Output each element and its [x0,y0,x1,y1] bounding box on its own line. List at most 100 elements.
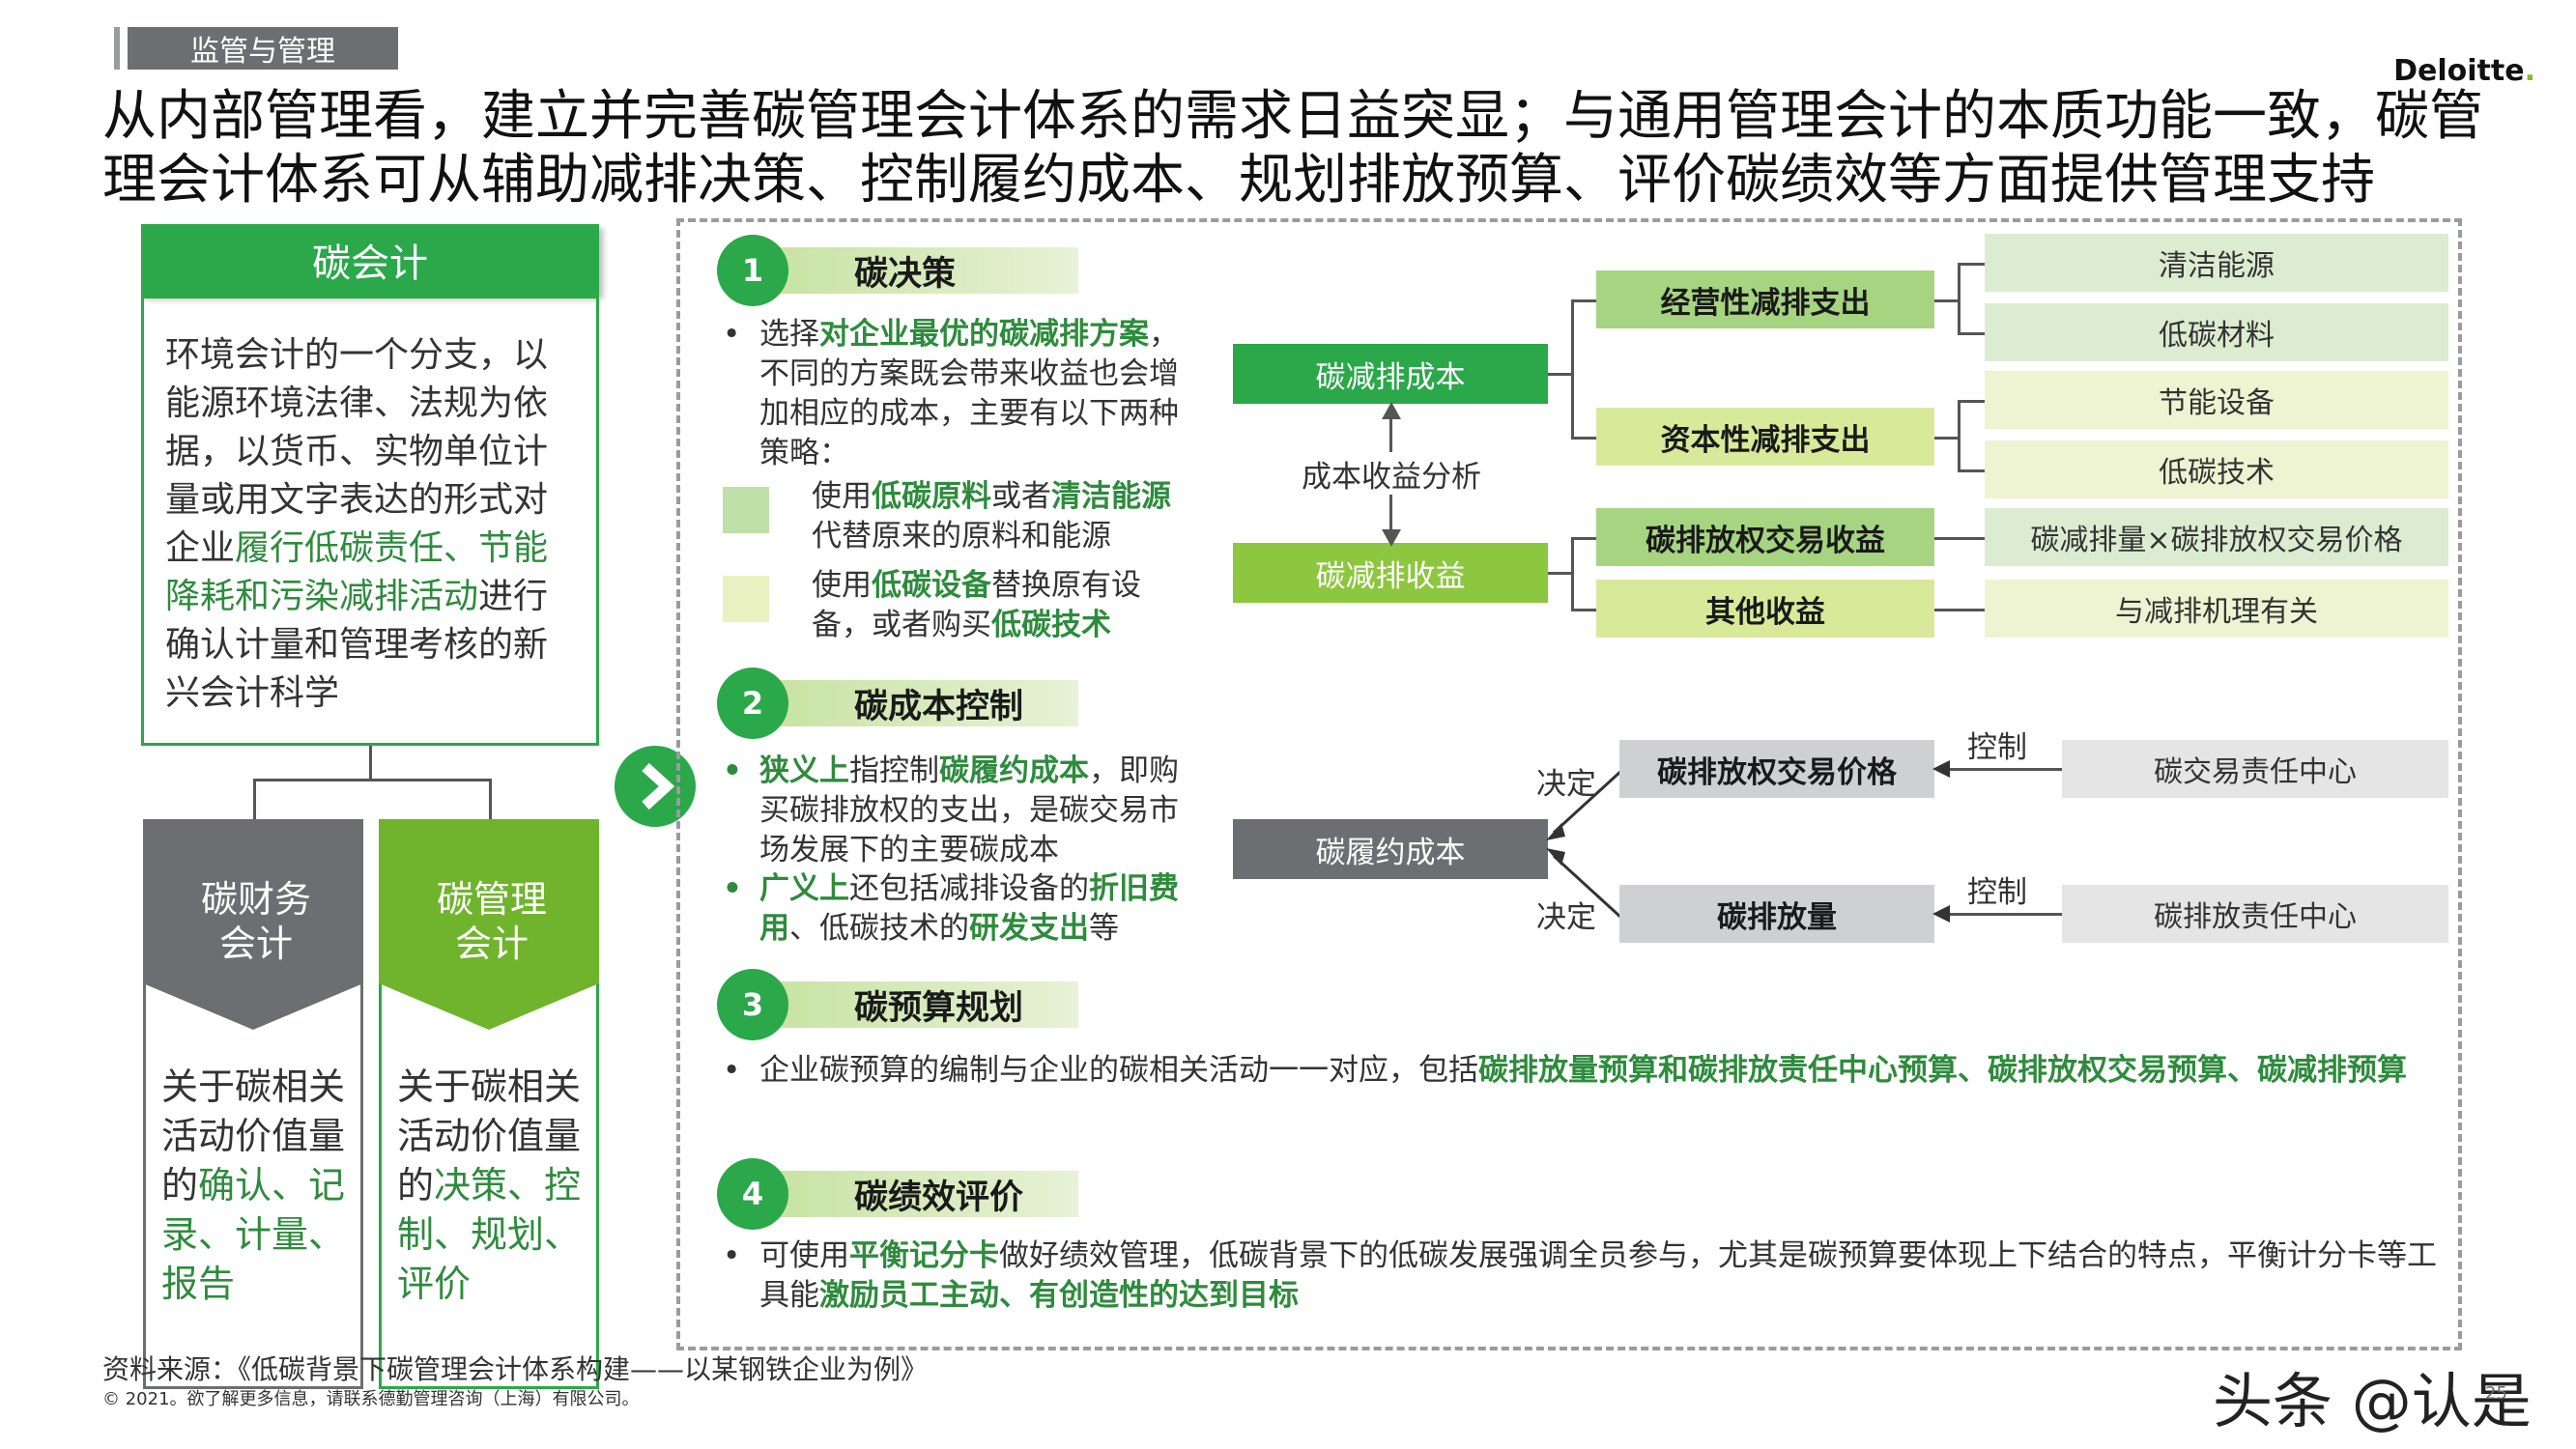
s4-text-mid: 做好绩效管理，低碳背景下的低碳发展强调全员参与，尤其是碳预算要体现上下结合的特点… [759,1238,2437,1313]
opt1-post: 代替原来的原料和能源 [812,519,1111,554]
tree-connector [489,779,492,821]
d1-connector [1571,299,1596,302]
copyright-note: © 2021。欲了解更多信息，请联系德勤管理咨询（上海）有限公司。 [102,1389,640,1409]
fin-chevron-label: 碳财务会计 [200,878,311,965]
control-arrowhead [1932,760,1950,778]
bullet-dot: • [723,1053,741,1088]
control-label-2: 控制 [1967,875,2027,910]
s2-b2-mid2: 、低碳技术的 [789,911,969,946]
s2-b2-post: 等 [1089,911,1119,946]
emission-responsibility-center: 碳排放责任中心 [2062,885,2448,943]
decide-label-1: 决定 [1536,767,1596,802]
desc-text-2: 进行确认计量和管理考核的新兴会计科学 [165,577,549,713]
opt1-text: 使用低碳原料或者清洁能源代替原来的原料和能源 [812,477,1188,556]
carbon-accounting-label: 碳会计 [312,242,428,286]
control-arrow-line [1946,768,2062,771]
fin-desc: 关于碳相关活动价值量的确认、记录、计量、报告 [161,1063,355,1309]
trading-revenue-node: 碳排放权交易收益 [1596,508,1934,566]
section-1-title: 碳决策 [854,254,957,294]
watermark: 头条 @认是 [2213,1366,2532,1436]
opt1-swatch [723,487,769,533]
section-3-number: 3 [717,969,788,1040]
chevron-right-icon [615,746,696,827]
fin-chevron-shape [143,819,363,1030]
section-tag-label: 监管与管理 [190,35,335,69]
section-2-number: 2 [717,668,788,739]
logo-text: Deloitte [2393,54,2525,88]
page-title: 从内部管理看，建立并完善碳管理会计体系的需求日益突显；与通用管理会计的本质功能一… [102,85,2518,213]
section-3-title: 碳预算规划 [854,988,1024,1028]
s3-text: 企业碳预算的编制与企业的碳相关活动一一对应，包括 [759,1053,1478,1088]
control-arrow-line [1946,913,2062,916]
mgmt-chevron-label: 碳管理会计 [436,878,547,965]
source-note: 资料来源：《低碳背景下碳管理会计体系构建——以某钢铁企业为例》 [102,1353,929,1385]
s2-bullet-1: • 狭义上指控制碳履约成本，即购买碳排放权的支出，是碳交易市场发展下的主要碳成本 [723,752,1185,870]
tree-connector [253,779,256,821]
s4-text: 可使用 [759,1238,849,1273]
opt1-mid: 或者 [991,479,1051,514]
reduction-cost-node: 碳减排成本 [1233,344,1548,404]
low-carbon-tech-leaf: 低碳技术 [1985,440,2448,498]
bullet-dot: • [723,871,742,906]
opt2-hl2: 低碳技术 [991,608,1111,642]
compliance-cost-node: 碳履约成本 [1233,819,1548,879]
carbon-accounting-desc: 环境会计的一个分支，以能源环境法律、法规为依据，以货币、实物单位计量或用文字表达… [141,296,599,746]
s2-b1-mid: 指控制 [849,753,939,788]
trading-responsibility-center: 碳交易责任中心 [2062,740,2448,798]
d1-connector [1958,263,1961,334]
s1-highlight: 对企业最优的碳减排方案 [819,317,1149,352]
deloitte-logo: Deloitte. [2393,54,2535,88]
tree-connector [253,779,491,781]
section-tag: 监管与管理 [114,27,398,70]
fin-chevron [143,819,363,1030]
functions-panel [676,218,2462,1350]
page-number: 25 [2485,1383,2507,1404]
mgmt-desc-text: 关于碳相关活动价值量的 [397,1065,582,1207]
opt2-text: 使用低碳设备替换原有设备，或者购买低碳技术 [812,566,1188,645]
reduction-revenue-node: 碳减排收益 [1233,543,1548,603]
s2-b2-mid: 还包括减排设备的 [849,871,1089,906]
s2-b1-hl2: 碳履约成本 [939,753,1089,788]
fin-desc-highlight: 确认、记录、计量、报告 [161,1164,346,1305]
d1-connector [1571,437,1596,440]
d1-connector [1571,299,1574,439]
energy-saving-equipment-leaf: 节能设备 [1985,371,2448,429]
decide-arrows [1546,769,1623,920]
mechanism-leaf: 与减排机理有关 [1985,580,2448,638]
s3-bullet: • 企业碳预算的编制与企业的碳相关活动一一对应，包括碳排放量预算和碳排放责任中心… [723,1051,2450,1091]
section-4-bar: 碳绩效评价 [750,1171,1078,1217]
decide-label-2: 决定 [1536,900,1596,935]
mgmt-desc: 关于碳相关活动价值量的决策、控制、规划、评价 [397,1063,590,1309]
cost-benefit-analysis-label: 成本收益分析 [1285,452,1498,495]
d1-connector [1571,537,1574,611]
fin-desc-text: 关于碳相关活动价值量的 [161,1065,346,1207]
d1-connector [1571,609,1596,611]
s1-text-post: ，不同的方案既会带来收益也会增加相应的成本，主要有以下两种策略： [759,317,1179,470]
tree-connector [369,746,372,781]
low-carbon-material-leaf: 低碳材料 [1985,303,2448,361]
d1-connector [1934,609,1985,611]
s2-b1-post: ，即购买碳排放权的支出，是碳交易市场发展下的主要碳成本 [759,753,1179,867]
opt1-pre: 使用 [812,479,872,514]
d1-connector [1958,400,1985,403]
section-4-number: 4 [717,1158,788,1230]
d1-connector [1934,299,1960,302]
d1-connector [1958,400,1961,471]
opt1-hl2: 清洁能源 [1051,479,1171,514]
clean-energy-leaf: 清洁能源 [1985,234,2448,292]
d1-connector [1958,263,1985,266]
mgmt-desc-highlight: 决策、控制、规划、评价 [397,1164,582,1305]
mgmt-chevron [379,819,599,1030]
operating-expense-node: 经营性减排支出 [1596,270,1934,328]
s4-highlight-2: 激励员工主动、有创造性的达到目标 [819,1278,1299,1313]
capital-expense-node: 资本性减排支出 [1596,408,1934,466]
trading-price-node: 碳排放权交易价格 [1619,740,1934,798]
control-label-1: 控制 [1967,730,2027,765]
carbon-accounting-header: 碳会计 [141,224,599,296]
opt1-hl1: 低碳原料 [872,479,991,514]
d1-connector [1571,537,1596,540]
s4-bullet: • 可使用平衡记分卡做好绩效管理，低碳背景下的低碳发展强调全员参与，尤其是碳预算… [723,1236,2450,1316]
d1-connector [1958,469,1985,472]
control-arrowhead [1932,905,1950,923]
carbon-financial-accounting-card: 碳财务会计 关于碳相关活动价值量的确认、记录、计量、报告 [143,819,363,1389]
